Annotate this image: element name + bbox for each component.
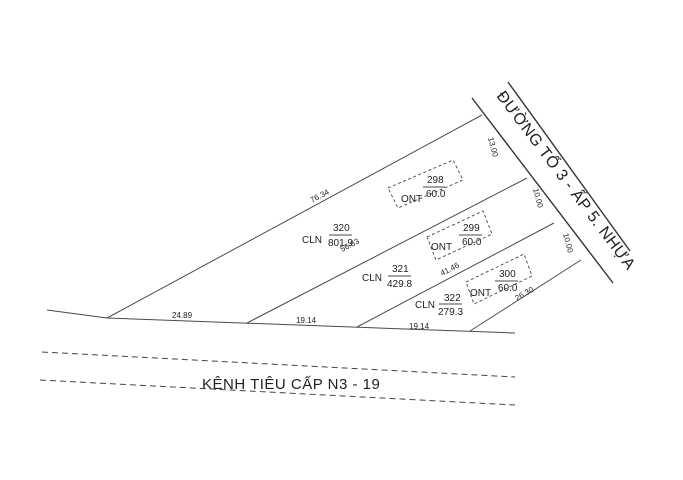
- residential-area: 60.0: [426, 189, 446, 200]
- parcel-type: CLN: [362, 273, 382, 284]
- residential-number: 299: [463, 223, 480, 234]
- parcel-type: CLN: [302, 235, 322, 246]
- road-edge-line-inner: [471, 97, 614, 284]
- residential-type: ONT: [401, 194, 422, 205]
- parcel-divider-2: [356, 222, 555, 328]
- parcel-area: 801.9: [328, 238, 353, 249]
- dimension-top-edge: 76.34: [309, 187, 331, 205]
- parcel-label-322: CLN 322 279.3: [415, 293, 463, 318]
- dimension-front-1: 24.89: [172, 311, 193, 320]
- residential-label-298: ONT 298 60.0: [401, 175, 446, 205]
- dimension-road-seg-1: 13.00: [486, 136, 500, 158]
- residential-type: ONT: [470, 288, 491, 299]
- parcel-number: 322: [444, 293, 461, 304]
- residential-box-299: [426, 210, 493, 261]
- canal-bank-upper: [46, 309, 108, 319]
- residential-box-300: [465, 253, 533, 305]
- parcel-number: 320: [333, 223, 350, 234]
- dimension-front-3: 19.14: [409, 322, 430, 331]
- residential-box-298: [387, 159, 464, 209]
- dimension-road-seg-3: 10.00: [561, 232, 575, 254]
- parcel-number: 321: [392, 264, 409, 275]
- canal-label: KÊNH TIÊU CẤP N3 - 19: [202, 376, 380, 393]
- residential-area: 60.0: [498, 283, 518, 294]
- parcel-top-edge: [106, 114, 483, 319]
- parcel-divider-1: [246, 177, 528, 324]
- parcel-label-321: CLN 321 429.8: [362, 264, 412, 290]
- residential-number: 298: [427, 175, 444, 186]
- road-edge-line-outer: [507, 81, 631, 252]
- parcel-label-320: CLN 320 801.9: [302, 223, 353, 249]
- residential-label-299: ONT 299 60.0: [431, 223, 482, 253]
- canal-edge-upper: [41, 351, 516, 378]
- parcel-type: CLN: [415, 300, 435, 311]
- parcel-front-edge: [106, 317, 516, 334]
- parcel-area: 429.8: [387, 279, 412, 290]
- dimension-front-2: 19.14: [296, 316, 317, 325]
- residential-type: ONT: [431, 242, 452, 253]
- residential-label-300: ONT 300 60.0: [470, 269, 518, 299]
- parcel-bottom-edge: [469, 259, 582, 332]
- residential-number: 300: [499, 269, 516, 280]
- dimension-divider-2: 41.46: [439, 260, 461, 277]
- parcel-area: 279.3: [438, 307, 463, 318]
- residential-area: 60.0: [462, 237, 482, 248]
